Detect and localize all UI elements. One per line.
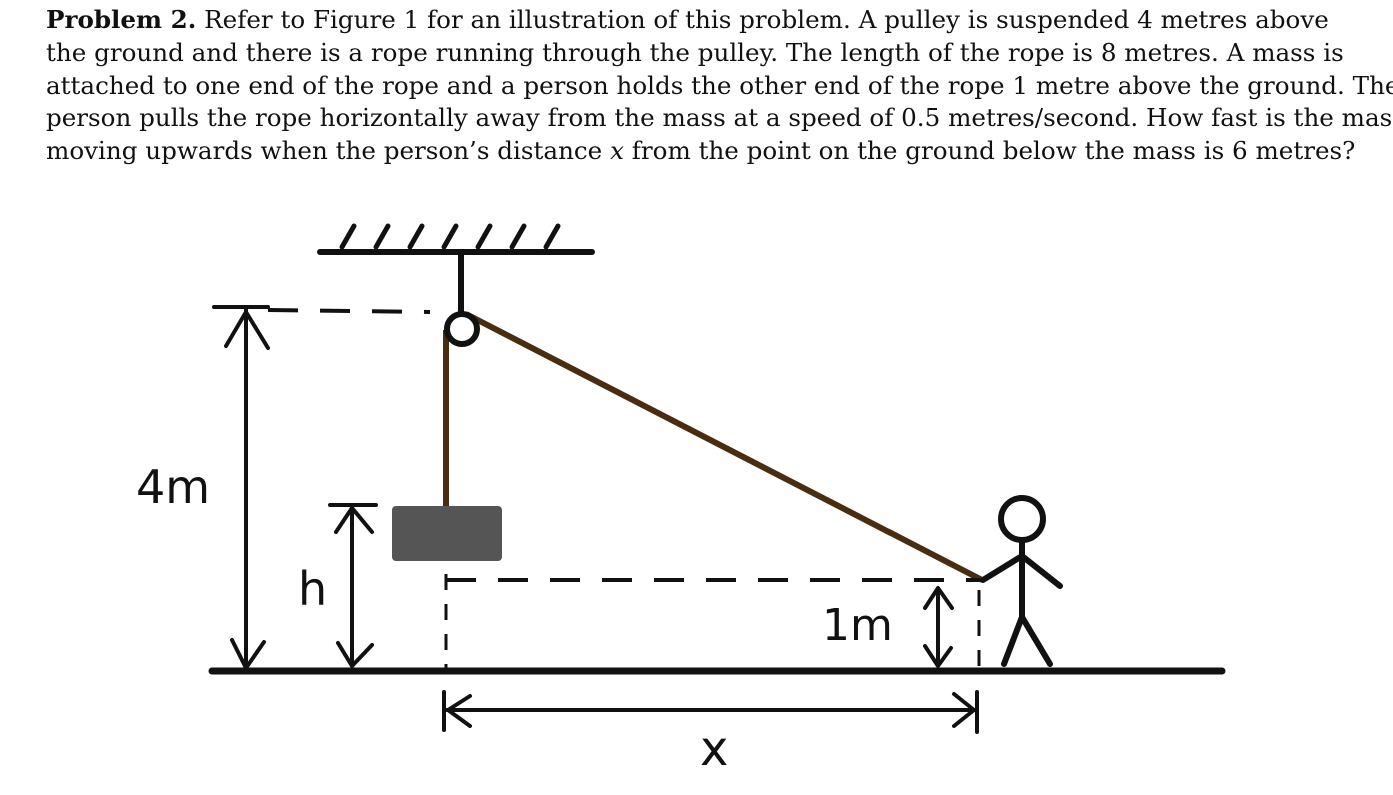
problem-variable-x: x (610, 136, 624, 166)
height-4m-label: 4m (136, 460, 210, 514)
ceiling (317, 223, 595, 255)
problem-line-1: Problem 2. Refer to Figure 1 for an illu… (46, 4, 1329, 37)
rope-slanted (464, 311, 984, 583)
problem-text-5b: from the point on the ground below the m… (631, 136, 1356, 166)
mass-block (392, 506, 502, 561)
dashed-guides (267, 308, 980, 582)
hand-height-arrow (923, 586, 954, 668)
problem-line-4: person pulls the rope horizontally away … (46, 103, 1393, 133)
problem-label: Problem 2. (46, 5, 197, 34)
mass-height-label: h (298, 562, 327, 616)
problem-text-1: Refer to Figure 1 for an illustration of… (204, 5, 1329, 34)
dashed-verticals (444, 574, 981, 668)
distance-x-arrow (442, 690, 979, 734)
person-figure (980, 495, 1063, 667)
mass-height-arrow (328, 503, 378, 668)
problem-text-5a: moving upwards when the person’s distanc… (46, 136, 603, 166)
pulley-wheel (444, 311, 480, 347)
distance-x-label: x (700, 721, 728, 777)
problem-line-5: moving upwards when the person’s distanc… (46, 135, 1355, 168)
hand-height-label: 1m (822, 600, 893, 651)
height-4m-arrow (212, 305, 270, 670)
problem-statement: Problem 2. Refer to Figure 1 for an illu… (46, 4, 1393, 168)
problem-line-3: attached to one end of the rope and a pe… (46, 70, 1393, 100)
problem-line-2: the ground and there is a rope running t… (46, 37, 1344, 67)
